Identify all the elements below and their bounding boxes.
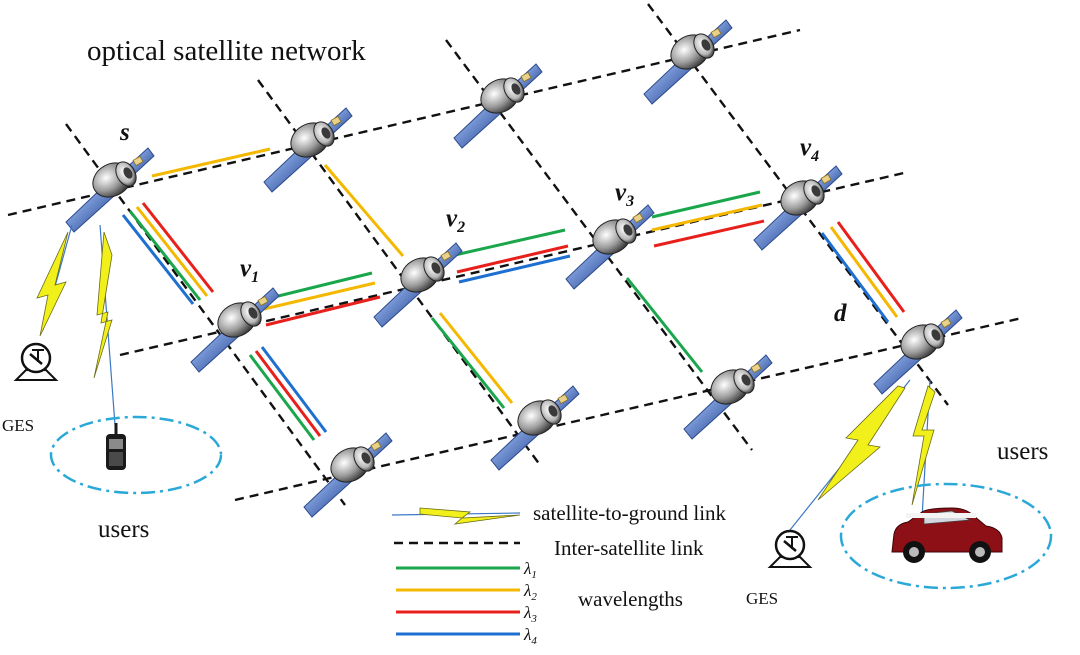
satellite-icon bbox=[643, 19, 733, 105]
legend-lambda-3: λ3 bbox=[523, 603, 537, 625]
legend-wavelengths: λ1 λ2 λ3 λ4 wavelengths bbox=[396, 559, 683, 647]
orbit-col-4 bbox=[647, 3, 949, 406]
legend-sat-ground: satellite-to-ground link bbox=[391, 501, 727, 525]
satellite-v1-icon bbox=[190, 287, 280, 373]
legend-sat-ground-label: satellite-to-ground link bbox=[533, 501, 727, 525]
node-label-s: s bbox=[119, 119, 130, 146]
ground-station-right bbox=[768, 529, 812, 569]
satellite-v4-icon bbox=[753, 165, 843, 251]
ground-station-left bbox=[14, 342, 58, 382]
page-title: optical satellite network bbox=[87, 35, 366, 67]
lightning-bolt-icon bbox=[93, 231, 113, 379]
satellite-icon bbox=[303, 432, 393, 518]
users-label-left: users bbox=[98, 516, 149, 543]
node-label-v4: v4 bbox=[800, 134, 819, 165]
satellite-v3-icon bbox=[565, 204, 655, 290]
legend-inter-sat: Inter-satellite link bbox=[394, 536, 704, 560]
ges-label-left: GES bbox=[2, 416, 34, 435]
ground-links bbox=[36, 224, 936, 531]
users-label-right: users bbox=[997, 438, 1048, 465]
legend-inter-sat-label: Inter-satellite link bbox=[554, 536, 704, 560]
node-label-v1: v1 bbox=[240, 255, 259, 286]
orbit-row-top bbox=[7, 28, 801, 217]
legend-lambda-2: λ2 bbox=[523, 581, 537, 603]
ges-antenna-icon bbox=[768, 529, 812, 569]
wavelength-paths bbox=[121, 147, 906, 441]
users-ellipse-left bbox=[49, 415, 223, 495]
legend-lambda-1: λ1 bbox=[523, 559, 537, 581]
satellite-s-icon bbox=[65, 147, 155, 233]
ges-antenna-icon bbox=[14, 342, 58, 382]
legend-lambda-4: λ4 bbox=[523, 625, 537, 647]
lightning-bolt-icon bbox=[817, 385, 906, 501]
lightning-bolt-icon bbox=[36, 231, 69, 337]
legend-wavelengths-label: wavelengths bbox=[578, 587, 683, 611]
mobile-phone-icon bbox=[106, 423, 126, 470]
satellite-icon bbox=[453, 63, 543, 149]
car-icon bbox=[891, 507, 1003, 563]
lightning-bolt-icon bbox=[911, 385, 936, 506]
legend: satellite-to-ground link Inter-satellite… bbox=[391, 501, 727, 647]
lightning-bolt-icon bbox=[419, 507, 521, 525]
node-label-v2: v2 bbox=[446, 205, 465, 236]
node-label-d: d bbox=[834, 300, 847, 327]
users-ellipse-right bbox=[839, 482, 1053, 590]
ges-label-right: GES bbox=[746, 589, 778, 608]
node-label-v3: v3 bbox=[615, 179, 634, 210]
